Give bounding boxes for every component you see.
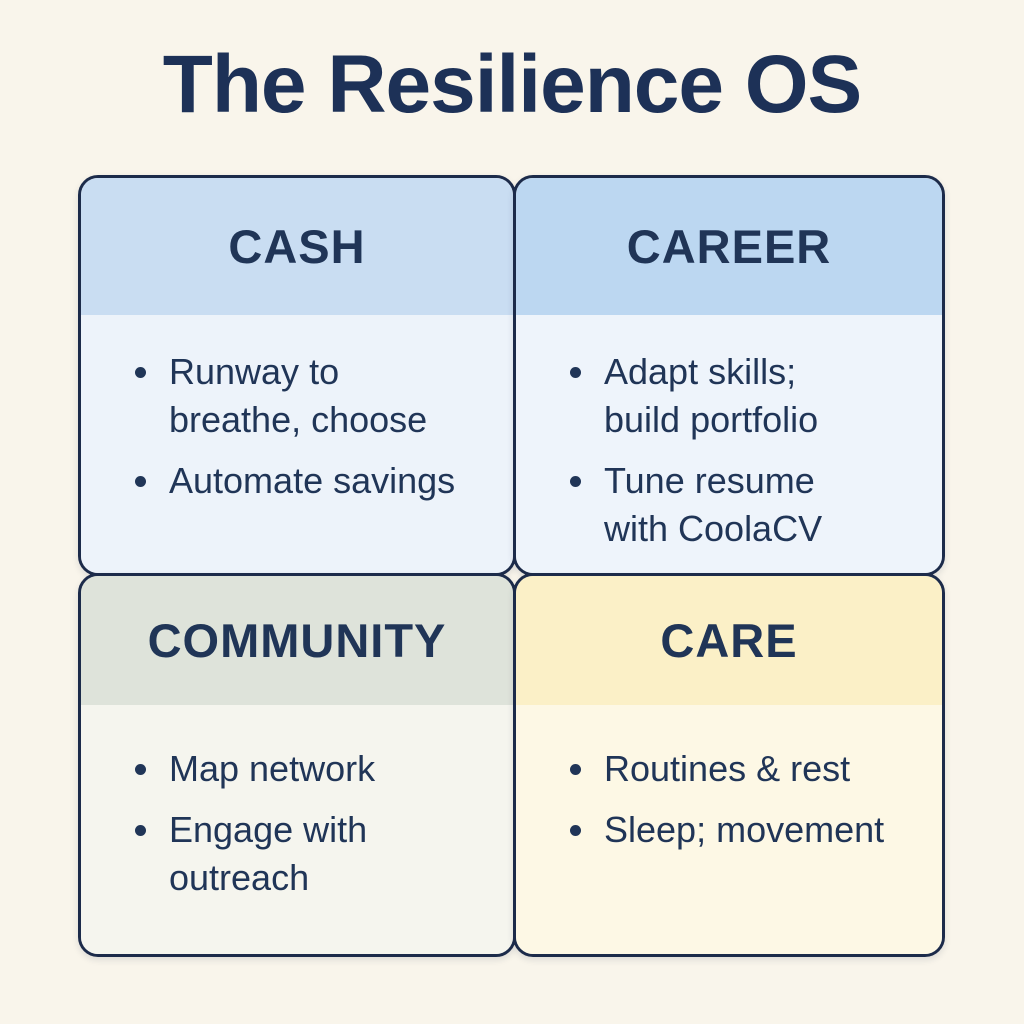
quadrant-community: COMMUNITY Map network Engage with outrea… <box>78 573 516 957</box>
bullet-icon <box>135 476 146 487</box>
quadrant-career-title: CAREER <box>626 220 832 273</box>
quadrant-care-header: CARE <box>516 576 942 705</box>
quadrant-career-header: CAREER <box>516 178 942 315</box>
quadrant-career-body: Adapt skills; build portfolio Tune resum… <box>516 315 942 573</box>
quadrant-career: CAREER Adapt skills; build portfolio Tun… <box>513 175 945 576</box>
quadrant-community-title: COMMUNITY <box>147 614 447 667</box>
quadrant-cash: CASH Runway to breathe, choose Automate … <box>78 175 516 576</box>
list-item: Engage with outreach <box>135 806 483 902</box>
list-item: Runway to breathe, choose <box>135 348 483 444</box>
bullet-icon <box>570 764 581 775</box>
bullet-text: Runway to breathe, choose <box>169 351 428 440</box>
bullet-icon <box>570 825 581 836</box>
bullet-text: Sleep; movement <box>604 809 885 850</box>
quadrant-cash-title: CASH <box>228 220 366 273</box>
bullet-icon <box>135 367 146 378</box>
quadrant-community-body: Map network Engage with outreach <box>81 705 513 954</box>
bullet-text: Adapt skills; build portfolio <box>604 351 819 440</box>
quadrant-grid: CASH Runway to breathe, choose Automate … <box>78 175 945 957</box>
bullet-icon <box>570 476 581 487</box>
bullet-text: Routines & rest <box>604 748 851 789</box>
bullet-text: Engage with outreach <box>169 809 368 898</box>
quadrant-cash-body: Runway to breathe, choose Automate savin… <box>81 315 513 573</box>
quadrant-community-header: COMMUNITY <box>81 576 513 705</box>
list-item: Tune resume with CoolaCV <box>570 457 912 553</box>
bullet-text: Map network <box>169 748 376 789</box>
list-item: Map network <box>135 745 483 793</box>
list-item: Routines & rest <box>570 745 912 793</box>
quadrant-cash-header: CASH <box>81 178 513 315</box>
list-item: Sleep; movement <box>570 806 912 854</box>
bullet-text: Tune resume with CoolaCV <box>604 460 823 549</box>
bullet-text: Automate savings <box>169 460 456 501</box>
quadrant-care: CARE Routines & rest Sleep; movement <box>513 573 945 957</box>
list-item: Automate savings <box>135 457 483 505</box>
list-item: Adapt skills; build portfolio <box>570 348 912 444</box>
quadrant-care-title: CARE <box>660 614 798 667</box>
page-title: The Resilience OS <box>162 39 863 130</box>
bullet-icon <box>135 825 146 836</box>
quadrant-care-body: Routines & rest Sleep; movement <box>516 705 942 954</box>
bullet-icon <box>135 764 146 775</box>
bullet-icon <box>570 367 581 378</box>
